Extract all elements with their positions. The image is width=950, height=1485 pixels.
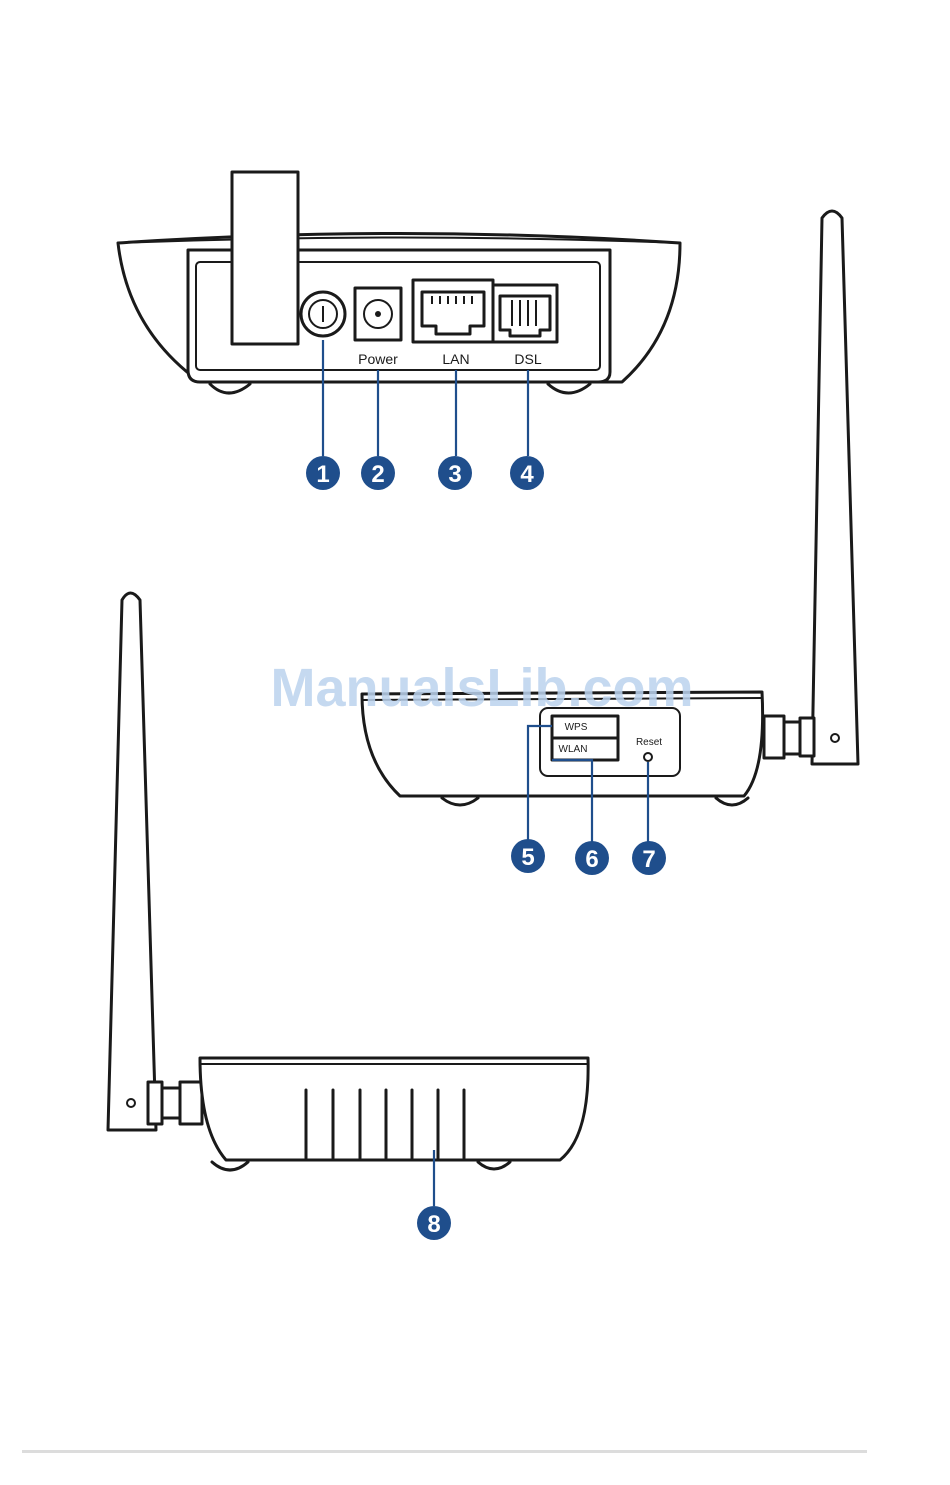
router-back-view: Power LAN DSL: [118, 172, 680, 393]
lan-port: [413, 280, 493, 342]
callout-1-label: 1: [316, 461, 329, 488]
callout-3: 3: [438, 456, 472, 490]
callout-2-label: 2: [371, 461, 384, 488]
callout-5-label: 5: [521, 844, 534, 871]
callout-7-label: 7: [642, 846, 655, 873]
dsl-port-label: DSL: [514, 351, 541, 367]
callout-7: 7: [632, 841, 666, 875]
callout-6-label: 6: [585, 846, 598, 873]
callout-4: 4: [510, 456, 544, 490]
reset-label: Reset: [636, 737, 662, 748]
callout-2: 2: [361, 456, 395, 490]
dsl-port: [493, 285, 557, 342]
power-switch: [301, 292, 345, 336]
watermark-text: ManualsLib.com: [270, 658, 693, 718]
footer-rule: [22, 1450, 867, 1453]
callout-8-label: 8: [427, 1211, 440, 1238]
callout-4-label: 4: [520, 461, 534, 488]
callout-5: 5: [511, 839, 545, 873]
power-port-label: Power: [358, 351, 398, 367]
wlan-label: WLAN: [559, 744, 588, 755]
callout-1: 1: [306, 456, 340, 490]
wps-label: WPS: [565, 722, 588, 733]
callout-3-label: 3: [448, 461, 461, 488]
callout-8: 8: [417, 1206, 451, 1240]
lan-port-label: LAN: [442, 351, 469, 367]
callout-6: 6: [575, 841, 609, 875]
power-jack: [355, 288, 401, 340]
